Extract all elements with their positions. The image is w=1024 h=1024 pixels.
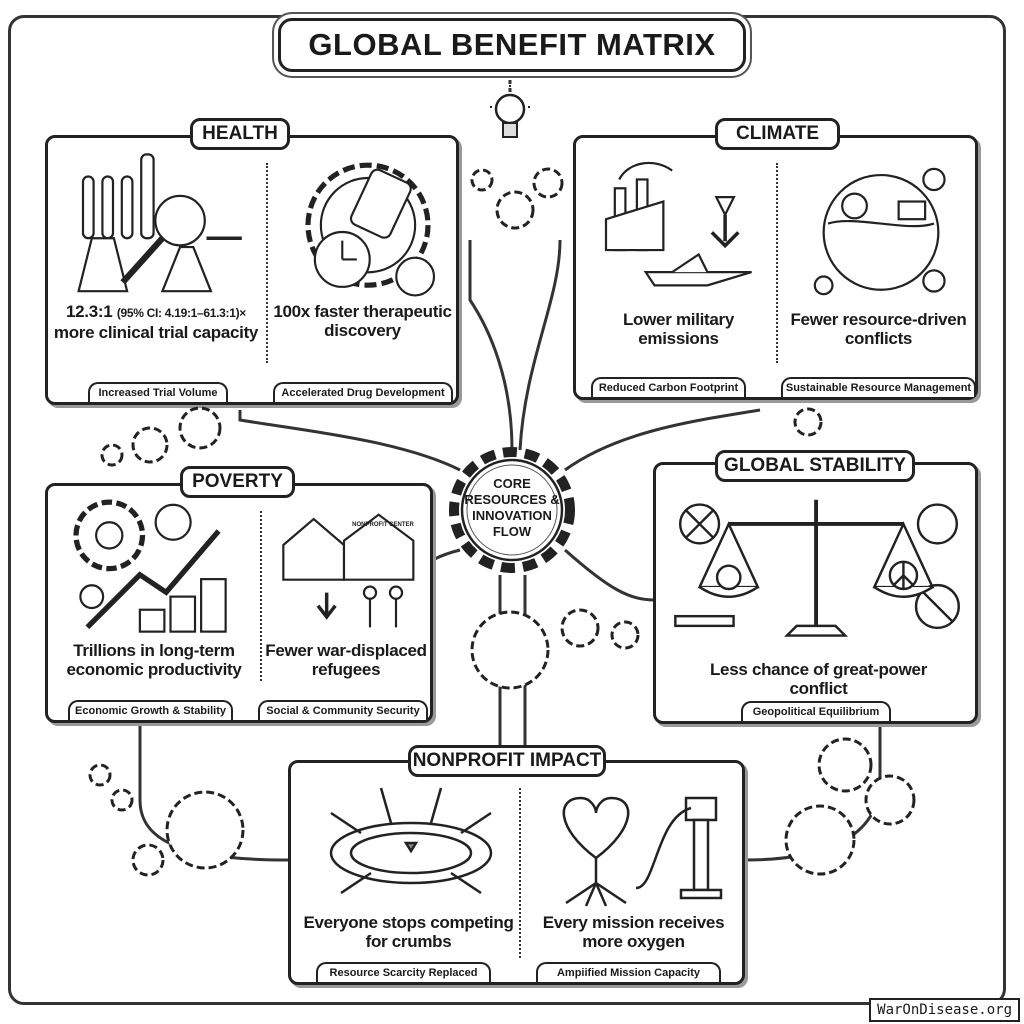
poverty-panel: NONPROFIT CENTER Trillions in long-term … [45, 483, 433, 723]
health-tab: HEALTH [190, 118, 290, 150]
outer-frame [8, 15, 1006, 1005]
nonprofit-impact-tab: NONPROFIT IMPACT [408, 745, 606, 777]
poverty-tab: POVERTY [180, 466, 295, 498]
poverty-right-subtitle: Social & Community Security [258, 700, 428, 720]
climate-emissions-caption: Lower military emissions [622, 310, 735, 348]
poverty-refugees-caption: Fewer war-displaced refugees [265, 641, 427, 679]
stability-subtitle: Geopolitical Equilibrium [741, 701, 891, 721]
poverty-productivity-caption: Trillions in long-term economic producti… [66, 641, 242, 679]
page-title: GLOBAL BENEFIT MATRIX [278, 18, 746, 72]
nonprofit-right-subtitle: Ampiified Mission Capacity [536, 962, 721, 982]
health-discovery-caption: 100x faster therapeutic discovery [273, 302, 452, 340]
climate-conflicts-caption: Fewer resource-driven conflicts [790, 310, 967, 348]
nonprofit-oxygen-caption: Every mission receives more oxygen [542, 913, 725, 951]
health-trial-capacity-caption: 12.3:1 (95% CI: 4.19:1–61.3:1)× more clin… [50, 302, 262, 342]
health-right-subtitle: Accelerated Drug Development [273, 382, 453, 402]
core-label: CORE RESOURCES & INNOVATION FLOW [464, 476, 560, 539]
heart-tree-pump-illustration [562, 796, 723, 907]
hands-plate-illustration [329, 787, 493, 895]
nonprofit-impact-panel: Everyone stops competing for crumbs Ever… [288, 760, 745, 985]
gear-clock-pill-illustration [305, 162, 436, 297]
climate-panel: Lower military emissions Fewer resource-… [573, 135, 978, 400]
health-ratio: 12.3:1 [65, 302, 113, 321]
global-stability-panel: Less chance of great-power conflict Geop… [653, 462, 978, 724]
nonprofit-left-subtitle: Resource Scarcity Replaced [316, 962, 491, 982]
poverty-left-subtitle: Economic Growth & Stability [68, 700, 233, 720]
health-ratio-desc: more clinical trial capacity [53, 323, 259, 342]
factory-jet-illustration [604, 161, 752, 287]
global-stability-tab: GLOBAL STABILITY [715, 450, 915, 482]
climate-right-subtitle: Sustainable Resource Management [781, 377, 976, 397]
health-ci: (95% CI: 4.19:1–61.3:1)× [116, 306, 247, 320]
earth-nature-illustration [813, 167, 946, 296]
lightbulb-icon [490, 85, 530, 138]
health-panel: 12.3:1 (95% CI: 4.19:1–61.3:1)× more clin… [45, 135, 459, 405]
stability-conflict-caption: Less chance of great-power conflict [709, 660, 928, 698]
health-left-subtitle: Increased Trial Volume [88, 382, 228, 402]
climate-tab: CLIMATE [715, 118, 840, 150]
nonprofit-crumbs-caption: Everyone stops competing for crumbs [303, 913, 514, 951]
balance-scale-illustration [674, 499, 960, 637]
footer-watermark[interactable]: WarOnDisease.org [869, 998, 1020, 1022]
gears-coins-growth-illustration [73, 499, 227, 633]
nonprofit-center-sign: NONPROFIT CENTER [352, 522, 414, 528]
core-gear [449, 447, 575, 573]
climate-left-subtitle: Reduced Carbon Footprint [591, 377, 746, 397]
lab-flasks-magnifier-illustration [77, 153, 242, 293]
house-refugees-illustration [282, 513, 415, 628]
